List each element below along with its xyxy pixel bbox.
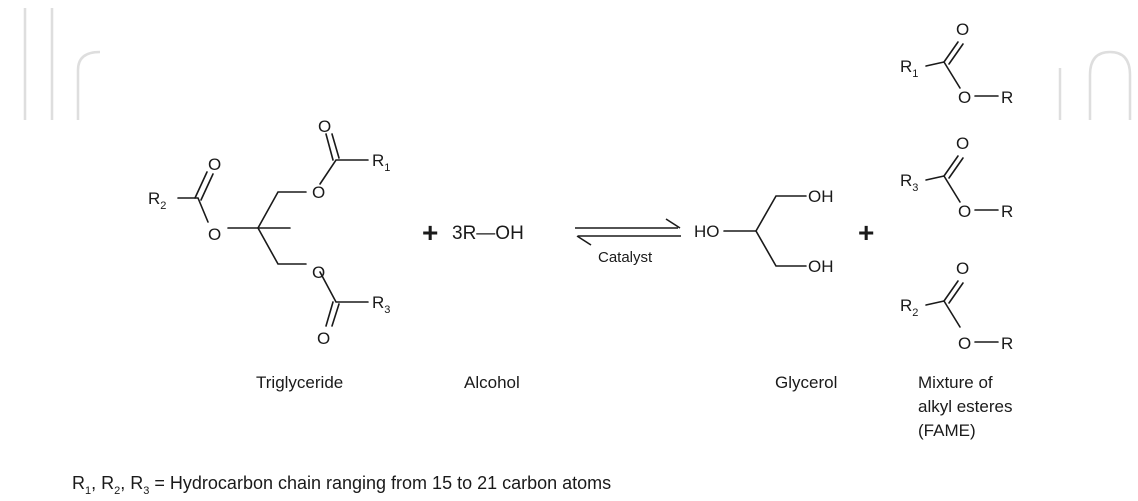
r3-group: R3 [372, 293, 390, 316]
ester2-r: R3 [900, 171, 918, 194]
ester1-r: R1 [900, 57, 918, 80]
ester1-r-alkyl: R [1001, 88, 1013, 107]
catalyst-label: Catalyst [598, 249, 653, 266]
glycerol-ho: HO [694, 222, 720, 241]
footnote: R1, R2, R3 = Hydrocarbon chain ranging f… [72, 473, 611, 497]
label-alcohol: Alcohol [464, 373, 520, 392]
label-glycerol: Glycerol [775, 373, 837, 392]
glycerol-structure: HO OH OH [694, 187, 834, 276]
r2-group: R2 [148, 189, 166, 212]
atom-o-top: O [312, 183, 325, 202]
equilibrium-arrow [575, 218, 681, 246]
glycerol-oh-top: OH [808, 187, 834, 206]
watermark [23, 8, 1132, 120]
label-fame-line1: Mixture of [918, 373, 993, 392]
alcohol-formula: 3R—OH [452, 223, 524, 244]
atom-o-carbonyl-left: O [208, 155, 221, 174]
ester2-r-alkyl: R [1001, 202, 1013, 221]
ester2-o: O [958, 202, 971, 221]
ester3-o: O [958, 334, 971, 353]
label-triglyceride: Triglyceride [256, 373, 343, 392]
atom-o-bottom: O [312, 263, 325, 282]
ester1-o: O [958, 88, 971, 107]
fame-ester-2: R3 O O R [900, 134, 1013, 221]
atom-o-carbonyl-top: O [318, 117, 331, 136]
plus-sign-2: + [858, 217, 874, 248]
label-fame-line3: (FAME) [918, 421, 976, 440]
atom-o-left: O [208, 225, 221, 244]
fame-ester-1: R1 O O R [900, 20, 1013, 107]
ester2-o-carbonyl: O [956, 134, 969, 153]
fame-ester-3: R2 O O R [900, 259, 1013, 353]
atom-o-carbonyl-bottom: O [317, 329, 330, 348]
ester1-o-carbonyl: O [956, 20, 969, 39]
r1-group: R1 [372, 151, 390, 174]
plus-sign: + [422, 217, 438, 248]
ester3-r: R2 [900, 296, 918, 319]
ester3-r-alkyl: R [1001, 334, 1013, 353]
triglyceride-structure: O O O O O O R1 R3 R2 [148, 117, 390, 348]
ester3-o-carbonyl: O [956, 259, 969, 278]
label-fame-line2: alkyl esteres [918, 397, 1012, 416]
glycerol-oh-bottom: OH [808, 257, 834, 276]
label-fame: Mixture of alkyl esteres (FAME) [918, 373, 1012, 440]
